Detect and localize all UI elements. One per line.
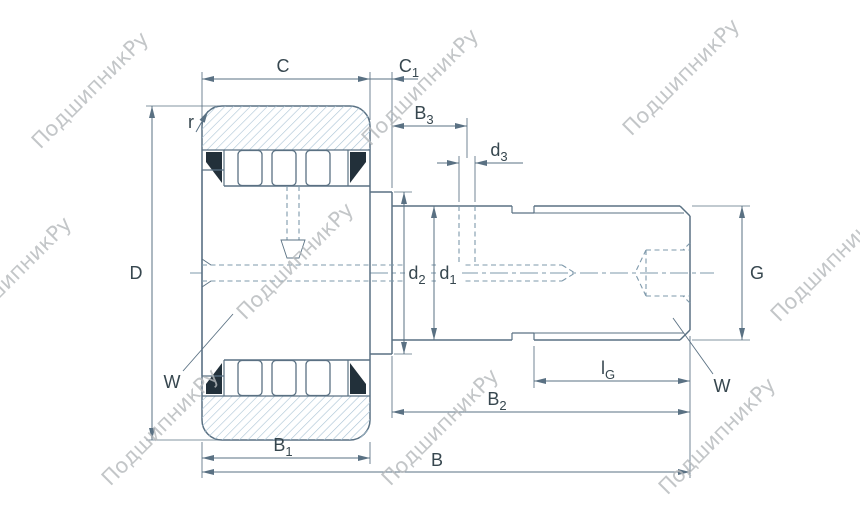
label-halo	[436, 262, 462, 284]
socket-entry-chamfer	[682, 242, 691, 251]
grease-hole-countersink	[280, 239, 306, 259]
dimensions: D r C C1 B3	[130, 56, 764, 478]
needle-roller	[237, 359, 263, 397]
dim-label-B: B	[431, 450, 443, 470]
seal	[350, 152, 366, 183]
inlet-chamfer	[201, 280, 212, 288]
bearing-section	[190, 105, 714, 441]
dimension-d3: d3	[437, 140, 523, 202]
dimension-W-right: W	[672, 317, 731, 396]
dimension-D: D	[130, 105, 222, 441]
dim-label-lG: lG	[601, 358, 615, 382]
dimension-B1: B1	[202, 435, 370, 461]
dimension-d2: d2	[394, 191, 431, 355]
needle-roller	[237, 149, 263, 187]
stud	[201, 169, 691, 377]
lube-duct-tip	[561, 264, 576, 274]
dim-label-d2: d2	[408, 263, 425, 287]
dim-label-C: C	[277, 56, 290, 76]
inlet-chamfer	[201, 258, 212, 266]
dim-label-r: r	[188, 112, 194, 132]
dim-label-D: D	[130, 263, 143, 283]
outer-ring-section-bottom	[202, 396, 370, 440]
outer-ring	[201, 105, 371, 441]
dimension-B: B	[202, 450, 690, 475]
lube-features	[201, 239, 306, 288]
dimension-lG: lG	[534, 358, 690, 384]
hidden-details	[202, 186, 691, 304]
end-chamfer-top	[679, 205, 691, 217]
dimension-G: G	[692, 205, 764, 341]
needle-roller	[271, 359, 297, 397]
outer-ring-section-top	[202, 106, 370, 150]
socket-entry-chamfer	[682, 295, 691, 304]
dimension-r: r	[188, 110, 209, 133]
dim-label-B1: B1	[273, 435, 292, 459]
lube-duct-tip	[561, 272, 576, 282]
dimension-C1: C1	[370, 56, 419, 188]
needle-roller	[271, 149, 297, 187]
seal	[206, 363, 222, 394]
rolling-elements	[206, 149, 366, 397]
needle-roller	[305, 149, 331, 187]
bottom-extension-lines	[201, 336, 691, 478]
dim-label-W-left: W	[164, 372, 181, 392]
dimension-B3: B3	[392, 103, 468, 158]
seal	[206, 152, 222, 183]
dimension-d1: d1	[431, 206, 462, 340]
dim-label-B3: B3	[414, 103, 433, 127]
dim-label-B2: B2	[487, 389, 506, 413]
dimension-W-left: W	[164, 313, 234, 392]
seal	[350, 363, 366, 394]
dimension-B2: B2	[392, 389, 690, 415]
needle-roller	[305, 359, 331, 397]
label-halo	[405, 262, 431, 284]
hex-socket-cone	[634, 249, 647, 274]
dim-label-d3: d3	[490, 140, 507, 164]
dim-label-d1: d1	[439, 263, 456, 287]
dimension-C: C	[201, 56, 371, 120]
hex-socket-cone	[634, 272, 647, 297]
dim-label-C1: C1	[399, 56, 419, 80]
dim-label-G: G	[750, 263, 764, 283]
dim-label-W-right: W	[714, 376, 731, 396]
